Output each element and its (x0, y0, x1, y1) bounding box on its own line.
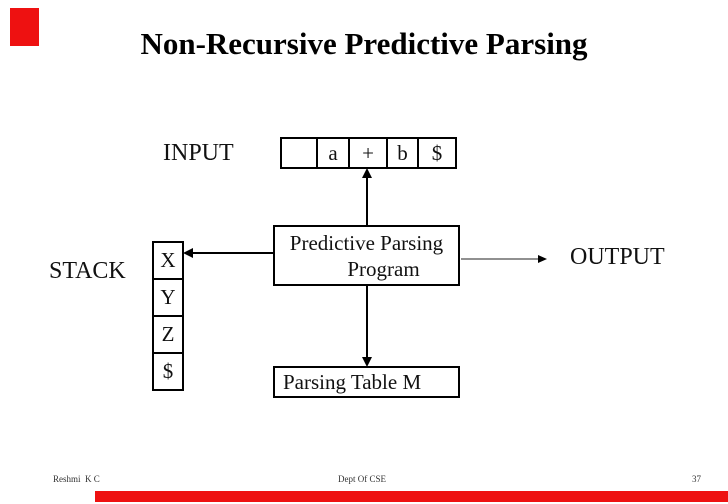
stack-cell-3: $ (152, 352, 184, 391)
arrow-up-head-icon (362, 168, 372, 178)
red-accent-block-top-left (10, 8, 39, 46)
stack-cell-2: Z (152, 315, 184, 354)
footer-author: Reshmi K C (53, 474, 100, 484)
parsing-table-box: Parsing Table M (273, 366, 460, 398)
arrow-program-to-output-line (461, 258, 538, 260)
stack-column: X Y Z $ (152, 241, 184, 391)
input-tape-cell-4: $ (417, 137, 457, 169)
red-accent-bar-bottom (95, 491, 728, 502)
footer-department: Dept Of CSE (338, 474, 386, 484)
input-tape-cell-2: + (348, 137, 388, 169)
footer-page-number: 37 (692, 474, 701, 484)
stack-cell-1: Y (152, 278, 184, 317)
input-tape-cell-1: a (316, 137, 350, 169)
program-box-line2: Program (347, 257, 420, 281)
arrow-down-head-icon (362, 357, 372, 367)
arrow-program-to-stack-line (191, 252, 273, 254)
stack-label: STACK (49, 258, 126, 284)
input-tape-cell-3: b (386, 137, 419, 169)
predictive-parsing-program-box: Predictive Parsing Program (273, 225, 460, 286)
stack-cell-0: X (152, 241, 184, 280)
arrow-right-head-icon (538, 255, 547, 263)
program-box-line1: Predictive Parsing (289, 231, 444, 255)
input-label: INPUT (163, 140, 234, 166)
page-title: Non-Recursive Predictive Parsing (140, 26, 588, 61)
input-tape-cell-0 (280, 137, 318, 169)
arrow-left-head-icon (183, 248, 193, 258)
output-label: OUTPUT (570, 244, 665, 270)
arrow-program-to-table-line (366, 286, 368, 358)
arrow-program-to-input-line (366, 177, 368, 225)
input-tape: a + b $ (280, 137, 457, 169)
